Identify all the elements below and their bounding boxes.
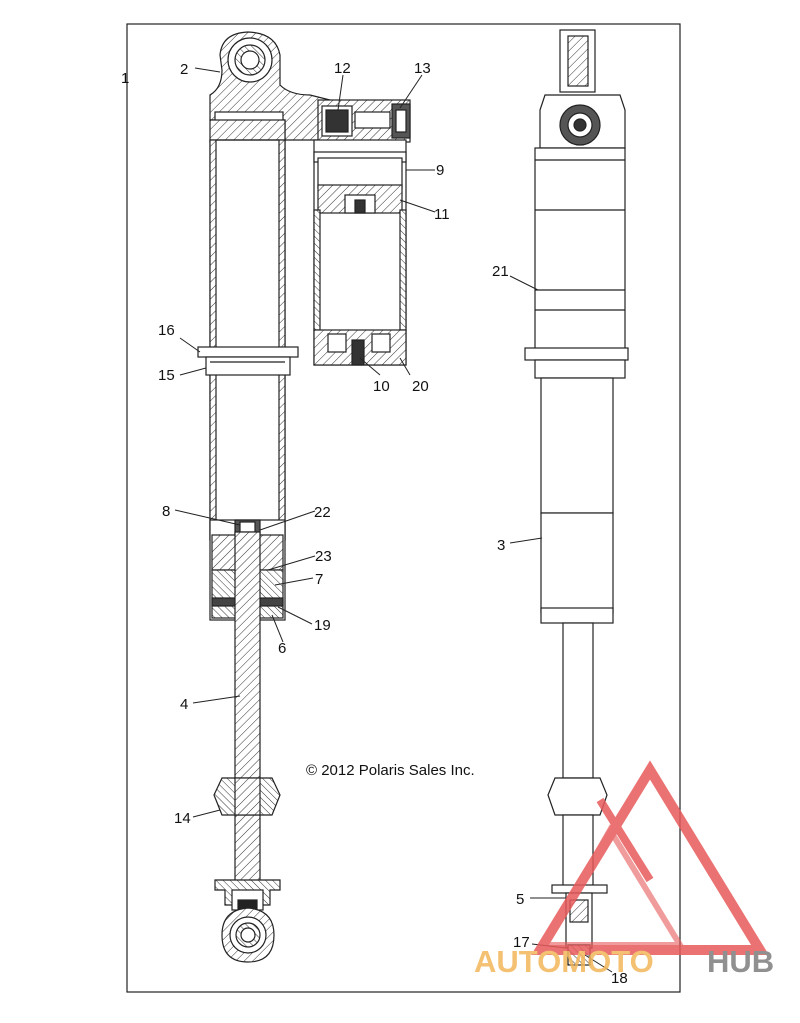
upper-body xyxy=(534,147,626,359)
callout-labels: 1 2 12 13 9 11 16 15 10 20 21 8 22 23 7 … xyxy=(121,60,628,987)
copyright-notice: © 2012 Polaris Sales Inc. xyxy=(306,762,475,779)
spring-collar xyxy=(524,347,629,361)
watermark-text-primary: AUTOMOTO xyxy=(474,944,654,979)
exterior-shock xyxy=(524,29,629,966)
callout-4: 4 xyxy=(180,696,188,713)
reservoir-section xyxy=(313,139,407,366)
callout-11: 11 xyxy=(434,206,450,223)
watermark-text-secondary: HUB xyxy=(707,944,774,979)
callout-14: 14 xyxy=(174,810,191,827)
callout-19: 19 xyxy=(314,617,331,634)
callout-3: 3 xyxy=(497,537,505,554)
callout-15: 15 xyxy=(158,367,175,384)
exterior-shaft xyxy=(562,622,594,779)
callout-1: 1 xyxy=(121,70,129,87)
reservoir-valve xyxy=(317,99,411,143)
body-tube xyxy=(209,139,286,541)
callout-10: 10 xyxy=(373,378,390,395)
callout-8: 8 xyxy=(162,503,170,520)
lower-body xyxy=(540,377,614,514)
drawing-border xyxy=(126,23,681,993)
piston-shaft xyxy=(234,531,261,893)
exterior-bump-stop xyxy=(547,777,608,816)
callout-20: 20 xyxy=(412,378,429,395)
callout-23: 23 xyxy=(315,548,332,565)
bottom-eyelet xyxy=(214,879,281,963)
callout-7: 7 xyxy=(315,571,323,588)
callout-17: 17 xyxy=(513,934,530,951)
watermark-triangle-icon xyxy=(531,760,769,955)
callout-6: 6 xyxy=(278,640,286,657)
bump-stop xyxy=(213,777,281,816)
watermark-logo: AUTOMOTO HUB xyxy=(474,760,774,979)
callout-9: 9 xyxy=(436,162,444,179)
cross-section-shock xyxy=(197,31,411,963)
callout-13: 13 xyxy=(414,60,431,77)
callout-2: 2 xyxy=(180,61,188,78)
callout-16: 16 xyxy=(158,322,175,339)
top-mount xyxy=(539,29,626,149)
callout-18: 18 xyxy=(611,970,628,987)
callout-21: 21 xyxy=(492,263,509,280)
top-eyelet xyxy=(209,31,331,143)
callout-12: 12 xyxy=(334,60,351,77)
callout-5: 5 xyxy=(516,891,524,908)
preload-collar xyxy=(197,346,299,376)
callout-22: 22 xyxy=(314,504,331,521)
